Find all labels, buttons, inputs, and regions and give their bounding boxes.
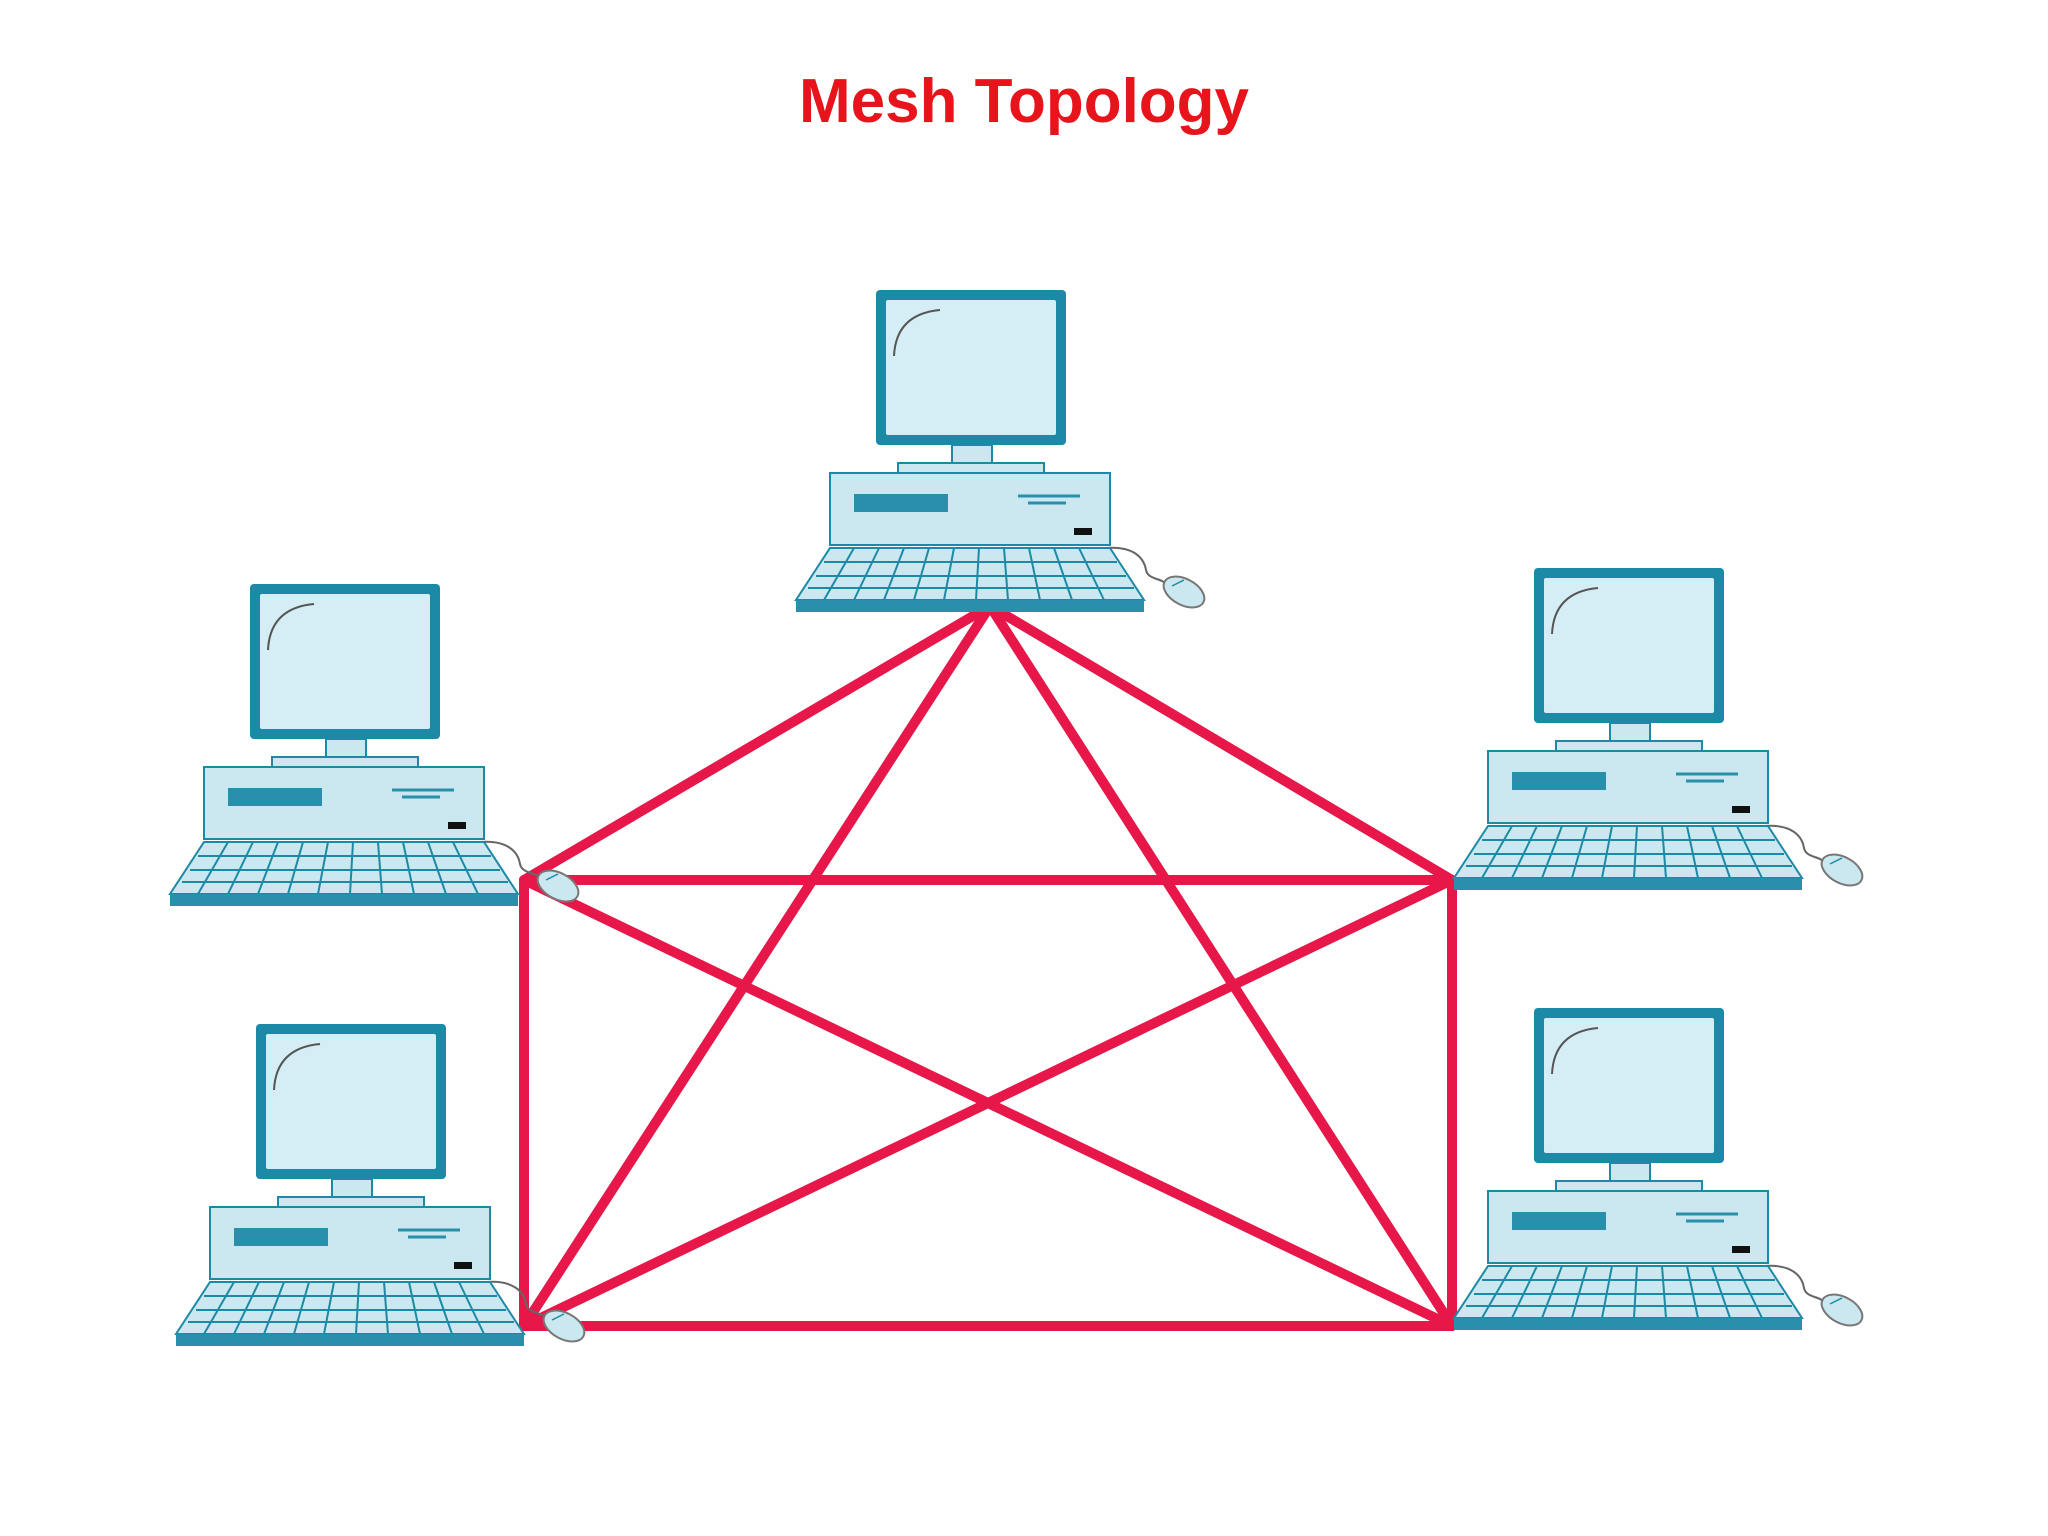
- mesh-links: [519, 601, 1457, 1331]
- link-top-right-lower: [985, 601, 1457, 1331]
- computer-right-lower: [1452, 1006, 1870, 1334]
- link-top-right-upper: [985, 601, 1457, 885]
- computer-top: [794, 288, 1212, 616]
- link-top-left-lower: [519, 601, 995, 1331]
- page-title: Mesh Topology: [798, 67, 1250, 136]
- link-top-left-upper: [519, 601, 995, 885]
- link-right-upper-left-lower: [519, 875, 1457, 1331]
- computer-left-upper: [168, 582, 586, 910]
- computer-right-upper: [1452, 566, 1870, 894]
